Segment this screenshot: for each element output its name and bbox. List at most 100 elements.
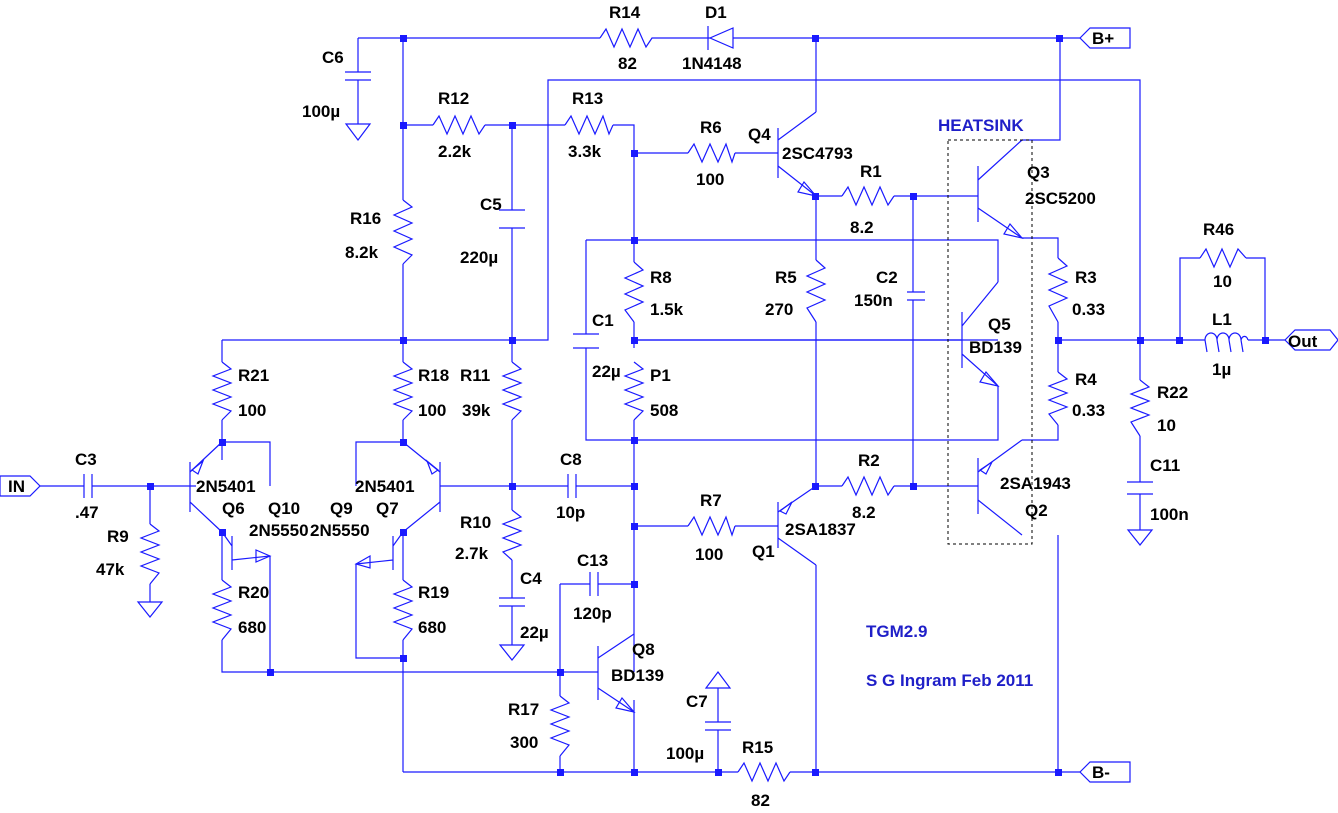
val-R1: 8.2 <box>850 218 874 237</box>
ref-C13: C13 <box>577 551 608 570</box>
ref-P1: P1 <box>650 366 671 385</box>
ref-Q7: Q7 <box>376 499 399 518</box>
val-R7: 100 <box>695 545 723 564</box>
val-R3: 0.33 <box>1072 300 1105 319</box>
ref-C8: C8 <box>560 450 582 469</box>
ref-R16: R16 <box>350 209 381 228</box>
ref-R4: R4 <box>1075 370 1097 389</box>
ref-R5: R5 <box>775 268 797 287</box>
val-R22: 10 <box>1157 416 1176 435</box>
ports <box>0 27 1338 783</box>
val-Q2: 2SA1943 <box>1000 474 1071 493</box>
val-Q9: 2N5550 <box>310 521 370 540</box>
inductor-l1 <box>1204 332 1249 353</box>
val-Q7: 2N5401 <box>355 477 415 496</box>
diode-d1 <box>703 26 734 50</box>
val-C8: 10p <box>556 503 585 522</box>
val-Q8: BD139 <box>611 666 664 685</box>
val-Q1: 2SA1837 <box>785 520 856 539</box>
val-C6: 100µ <box>302 102 340 121</box>
ref-R2: R2 <box>858 451 880 470</box>
val-Q10: 2N5550 <box>249 521 309 540</box>
ref-R19: R19 <box>418 583 449 602</box>
ref-R18: R18 <box>418 366 449 385</box>
val-P1: 508 <box>650 401 678 420</box>
val-R10: 2.7k <box>455 544 489 563</box>
val-R14: 82 <box>618 54 637 73</box>
ref-R22: R22 <box>1157 383 1188 402</box>
val-R17: 300 <box>510 733 538 752</box>
schematic-title: TGM2.9 <box>866 622 927 641</box>
val-R4: 0.33 <box>1072 401 1105 420</box>
val-R16: 8.2k <box>345 243 379 262</box>
val-R5: 270 <box>765 300 793 319</box>
ref-R8: R8 <box>650 268 672 287</box>
ref-C11: C11 <box>1150 456 1180 475</box>
val-C2: 150n <box>854 291 893 310</box>
ref-C2: C2 <box>876 268 898 287</box>
ref-Q3: Q3 <box>1027 163 1050 182</box>
ref-L1: L1 <box>1212 310 1232 329</box>
ref-R1: R1 <box>860 162 882 181</box>
ref-R13: R13 <box>572 89 603 108</box>
ref-C4: C4 <box>520 569 542 588</box>
port-in: IN <box>8 477 25 496</box>
heatsink-outline <box>947 139 1033 545</box>
ref-Q9: Q9 <box>330 499 353 518</box>
val-C5: 220µ <box>460 248 498 267</box>
val-R13: 3.3k <box>568 142 602 161</box>
capacitors <box>83 71 1153 731</box>
ref-R6: R6 <box>700 118 722 137</box>
ref-Q8: Q8 <box>632 640 655 659</box>
ref-R20: R20 <box>238 583 269 602</box>
ref-R15: R15 <box>742 738 773 757</box>
ref-Q1: Q1 <box>752 542 775 561</box>
val-R2: 8.2 <box>852 503 876 522</box>
val-R8: 1.5k <box>650 300 684 319</box>
val-R6: 100 <box>696 170 724 189</box>
port-bminus: B- <box>1092 763 1110 782</box>
resistors <box>139 27 1247 783</box>
ref-R14: R14 <box>609 3 641 22</box>
val-Q4: 2SC4793 <box>782 144 853 163</box>
ref-Q4: Q4 <box>748 125 771 144</box>
val-R18: 100 <box>418 401 446 420</box>
ref-C3: C3 <box>75 450 97 469</box>
port-bplus: B+ <box>1092 29 1114 48</box>
ref-R9: R9 <box>107 527 129 546</box>
ref-C6: C6 <box>322 48 344 67</box>
ref-R46: R46 <box>1203 220 1234 239</box>
ref-R11: R11 <box>460 366 490 385</box>
ref-R7: R7 <box>700 491 722 510</box>
val-C4: 22µ <box>520 623 549 642</box>
val-D1: 1N4148 <box>682 54 742 73</box>
val-R12: 2.2k <box>438 142 472 161</box>
port-out: Out <box>1288 332 1318 351</box>
val-R11: 39k <box>462 401 491 420</box>
ref-R21: R21 <box>238 366 269 385</box>
ref-Q10: Q10 <box>268 499 300 518</box>
val-Q3: 2SC5200 <box>1025 189 1096 208</box>
ref-C7: C7 <box>686 692 708 711</box>
wires <box>40 37 1285 773</box>
ref-Q5: Q5 <box>988 315 1011 334</box>
heatsink-label: HEATSINK <box>938 116 1024 135</box>
val-C1: 22µ <box>592 362 621 381</box>
ref-R3: R3 <box>1075 268 1097 287</box>
val-C7: 100µ <box>666 744 704 763</box>
ref-C5: C5 <box>480 195 502 214</box>
ref-Q2: Q2 <box>1025 501 1048 520</box>
ref-Q6: Q6 <box>222 499 245 518</box>
val-R20: 680 <box>238 618 266 637</box>
val-C3: .47 <box>75 503 99 522</box>
port-labels: IN B+ B- Out <box>8 29 1318 782</box>
ground-symbols <box>136 112 1154 689</box>
ref-R10: R10 <box>460 513 491 532</box>
ref-R12: R12 <box>438 89 469 108</box>
ref-C1: C1 <box>592 311 614 330</box>
val-R15: 82 <box>751 791 770 810</box>
component-labels: R14 82 D1 1N4148 C6 100µ R12 2.2k R13 3.… <box>75 3 1234 810</box>
val-L1: 1µ <box>1212 360 1231 379</box>
val-Q5: BD139 <box>969 338 1022 357</box>
transistors <box>189 111 1024 713</box>
